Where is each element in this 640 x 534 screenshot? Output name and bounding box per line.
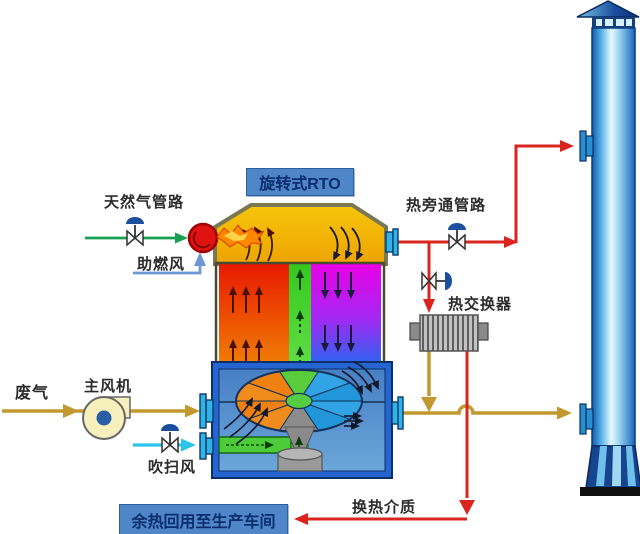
label-hot-bypass-pipe: 热旁通管路	[406, 197, 487, 214]
flow-arrow	[63, 404, 79, 418]
butterfly-valve-icon	[421, 271, 452, 291]
label-waste-gas: 废气	[15, 385, 50, 402]
butterfly-valve-icon	[161, 424, 179, 454]
heat-reuse-box: 余热回用至生产车间	[119, 504, 288, 534]
dome-right-arrows	[329, 226, 364, 261]
purge-duct	[218, 436, 292, 454]
label-main-fan: 主风机	[84, 378, 133, 395]
flow-arrow	[421, 397, 437, 412]
cold-bed-arrows	[321, 272, 355, 352]
burner-icon	[187, 222, 219, 254]
label-combustion-air: 助燃风	[137, 256, 186, 273]
rotor-chamber	[199, 361, 404, 479]
rotor-hub	[285, 392, 313, 410]
hot-bed	[219, 263, 289, 363]
flow-arrow	[459, 500, 475, 515]
butterfly-valve-icon	[448, 223, 466, 251]
chamber-arrows	[223, 361, 379, 445]
pedestal	[277, 447, 323, 472]
cold-bed	[311, 263, 381, 363]
rto-vessel	[213, 203, 399, 366]
rto-title-box: 旋转式RTO	[246, 168, 354, 196]
combustion-air-pipe	[133, 252, 206, 275]
label-purge-air: 吹扫风	[148, 459, 197, 476]
exhaust-stack-icon	[576, 0, 640, 496]
butterfly-valve-icon	[126, 217, 144, 247]
flow-arrow	[504, 236, 518, 248]
centrifugal-fan-icon	[82, 396, 131, 440]
label-heat-exchanger: 热交换器	[448, 296, 513, 313]
flame-icon	[216, 224, 265, 249]
label-natural-gas-pipe: 天然气管路	[104, 194, 185, 211]
heat-medium-pipe	[294, 347, 469, 525]
label-heat-medium: 换热介质	[352, 499, 417, 516]
heat-exchanger-icon	[409, 314, 489, 352]
